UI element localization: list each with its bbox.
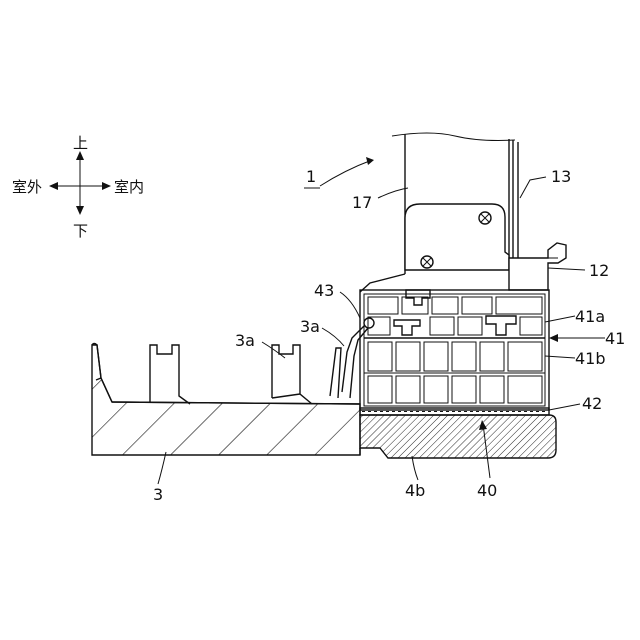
- label-42: 42: [582, 394, 602, 413]
- label-41a: 41a: [575, 307, 605, 326]
- direction-down-label: 下: [73, 222, 88, 240]
- label-17: 17: [352, 193, 372, 212]
- label-3a-left: 3a: [235, 331, 255, 350]
- label-4b: 4b: [405, 481, 425, 500]
- bracket-plate: [405, 204, 509, 270]
- sill-member-41: [360, 290, 549, 410]
- direction-outdoor-label: 室外: [12, 178, 42, 196]
- frame-3: [92, 344, 360, 456]
- seal-43: [342, 318, 374, 398]
- label-43: 43: [314, 281, 334, 300]
- label-41: 41: [605, 329, 625, 348]
- direction-indicator: 上 下 室外 室内: [12, 134, 144, 240]
- base-member-40: [360, 415, 556, 458]
- label-40: 40: [477, 481, 497, 500]
- label-1: 1: [306, 167, 316, 186]
- label-13: 13: [551, 167, 571, 186]
- member-42: [360, 408, 549, 415]
- member-13: [513, 140, 518, 262]
- label-3: 3: [153, 485, 163, 504]
- label-3a-right: 3a: [300, 317, 320, 336]
- direction-indoor-label: 室内: [114, 178, 144, 196]
- label-12: 12: [589, 261, 609, 280]
- label-41b: 41b: [575, 349, 606, 368]
- direction-up-label: 上: [73, 134, 88, 152]
